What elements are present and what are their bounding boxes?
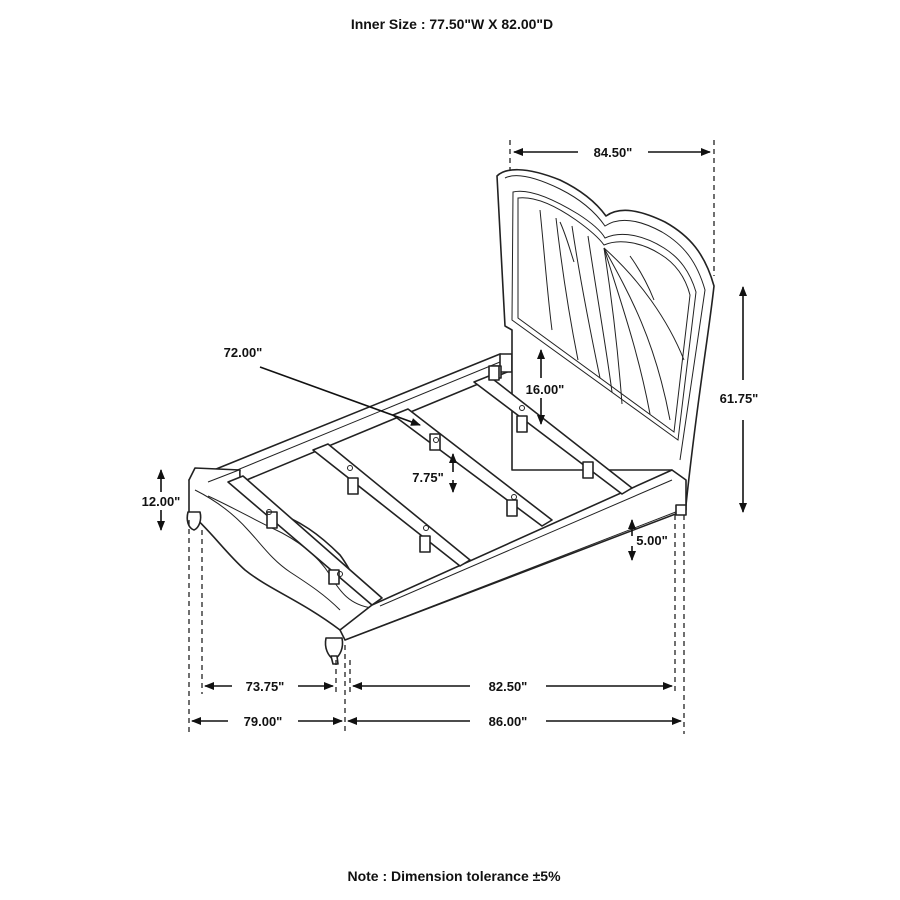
dim-outer-length: 86.00" — [347, 714, 682, 729]
dim-total-height: 61.75" — [720, 286, 759, 513]
dim-label-5-00: 5.00" — [636, 533, 667, 548]
bed-drawing — [186, 168, 715, 665]
dim-label-72-00: 72.00" — [224, 345, 263, 360]
dim-label-82-50: 82.50" — [489, 679, 528, 694]
dim-label-84-50: 84.50" — [594, 145, 633, 160]
dim-label-12-00: 12.00" — [142, 494, 181, 509]
dim-label-73-75: 73.75" — [246, 679, 285, 694]
dim-label-16-00: 16.00" — [526, 382, 565, 397]
dim-label-79-00: 79.00" — [244, 714, 283, 729]
dim-clearance: 5.00" — [628, 519, 668, 561]
dim-inner-length: 82.50" — [352, 679, 673, 694]
dim-outer-width: 79.00" — [191, 714, 343, 729]
bracket — [488, 365, 500, 381]
dim-headboard-width: 84.50" — [513, 145, 711, 160]
dim-label-7-75: 7.75" — [412, 470, 443, 485]
dim-label-61-75: 61.75" — [720, 391, 759, 406]
dim-inner-width: 73.75" — [204, 679, 334, 694]
dim-rail-length: 72.00" — [224, 345, 421, 426]
dim-panel-gap: 16.00" — [526, 349, 565, 425]
bed-legs — [186, 504, 687, 665]
dim-slat-height: 7.75" — [412, 453, 457, 493]
tolerance-note: Note : Dimension tolerance ±5% — [347, 868, 561, 884]
headboard — [496, 168, 715, 506]
dim-frame-height: 12.00" — [142, 469, 181, 531]
dim-label-86-00: 86.00" — [489, 714, 528, 729]
inner-size-title: Inner Size : 77.50"W X 82.00"D — [351, 16, 553, 32]
